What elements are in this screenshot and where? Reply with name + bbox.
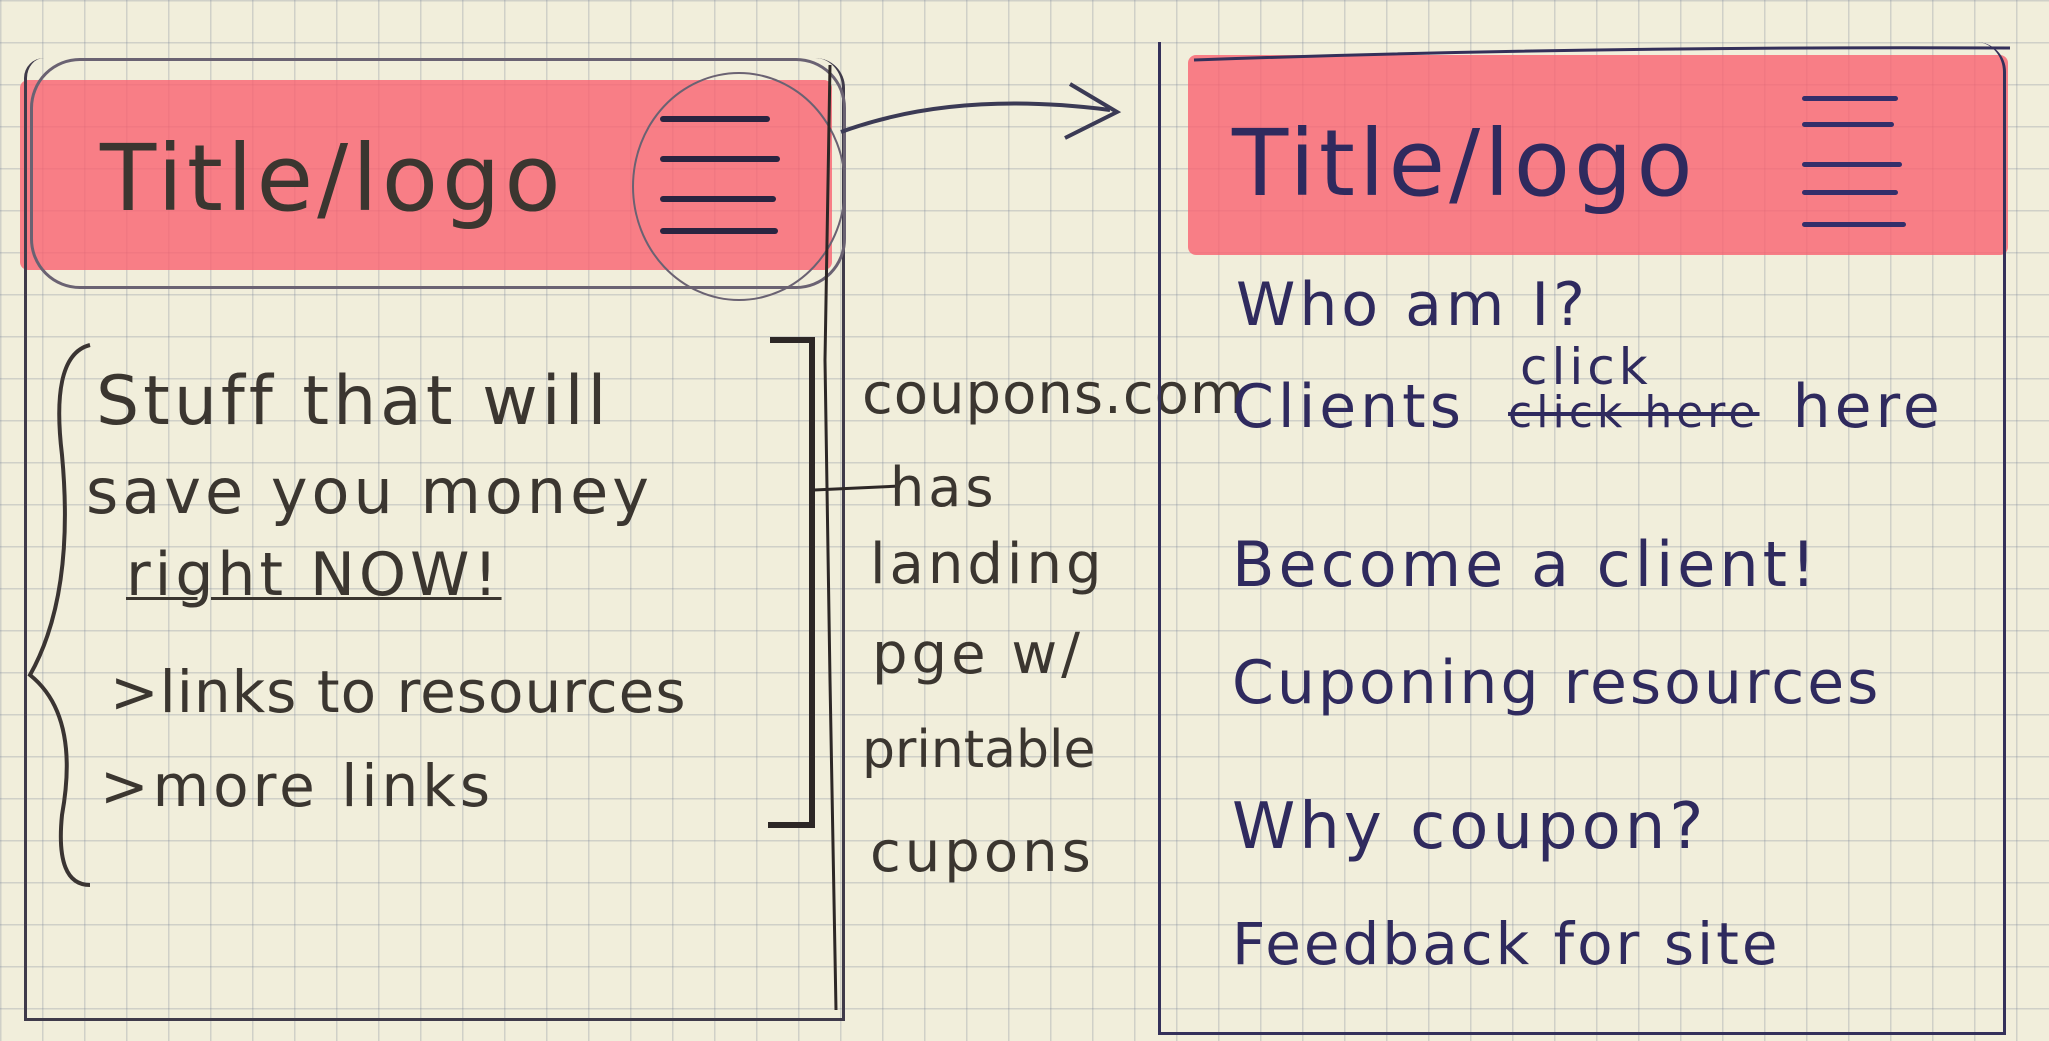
hamburger-menu-icon[interactable] [1802,90,1912,230]
annotation-line-1: coupons.com [862,362,1246,427]
right-wireframe-border [1158,42,2006,1035]
clients-struck-text: click here [1508,387,1760,438]
right-header-highlight [1188,55,2008,255]
left-content-emphasis: right NOW! [126,540,502,610]
annotation-line-3: landing [870,532,1106,597]
annotation-pointer [813,484,901,492]
left-bullet-link-resources[interactable]: >links to resources [110,658,687,726]
clients-label: Clients [1232,372,1465,442]
left-bullet-more-links[interactable]: >more links [100,752,495,820]
left-curly-brace [27,343,91,887]
menu-item-why-coupon[interactable]: Why coupon? [1232,790,1708,864]
left-header-title: Title/logo [100,125,565,232]
menu-item-feedback[interactable]: Feedback for site [1232,910,1781,978]
left-content-line-1: Stuff that will [96,362,611,441]
annotation-line-6: cupons [870,820,1095,885]
right-header-title: Title/logo [1232,110,1697,217]
right-wireframe-top [1193,46,2011,62]
clients-inserted-text: click [1520,338,1652,396]
left-menu-circle [632,72,846,301]
transition-arrow [840,82,1122,140]
annotation-line-2: has [890,456,998,519]
left-wireframe-border [24,58,845,1021]
menu-item-become-client[interactable]: Become a client! [1232,528,1820,601]
menu-item-cuponing-resources[interactable]: Cuponing resources [1232,648,1882,718]
annotation-line-5: printable [862,720,1096,780]
annotation-divider [823,64,838,1011]
annotation-line-4: pge w/ [872,622,1085,687]
menu-item-who-am-i[interactable]: Who am I? [1236,270,1589,340]
clients-suffix: here [1792,372,1944,442]
left-content-line-2: save you money [86,455,653,528]
menu-item-clients[interactable]: Clients click here here [1232,372,1944,442]
content-square-bracket [768,337,815,828]
